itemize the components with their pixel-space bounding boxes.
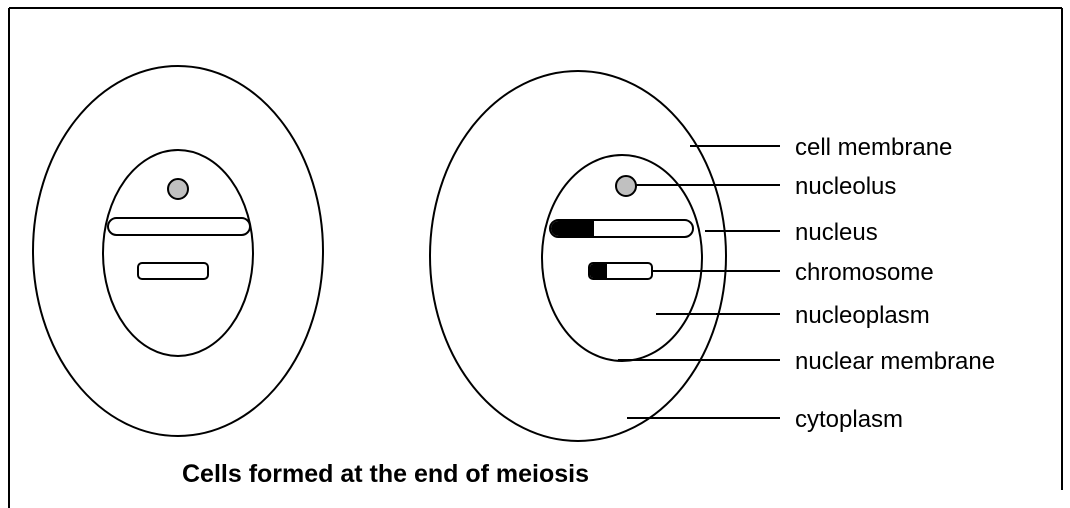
label-nucleus: nucleus	[795, 219, 878, 246]
label-nuclear-membrane: nuclear membrane	[795, 348, 995, 375]
right-chromosome-long	[550, 220, 693, 237]
right-cell	[430, 71, 726, 441]
right-chromosome-short	[589, 263, 652, 279]
label-cytoplasm: cytoplasm	[795, 406, 903, 433]
right-nucleolus	[616, 176, 636, 196]
label-nucleolus: nucleolus	[795, 173, 896, 200]
label-chromosome: chromosome	[795, 259, 934, 286]
left-nucleolus	[168, 179, 188, 199]
left-cell	[33, 66, 323, 436]
left-chromosome-short	[138, 263, 208, 279]
left-cell-membrane	[33, 66, 323, 436]
right-cell-membrane	[430, 71, 726, 441]
label-cell-membrane: cell membrane	[795, 134, 952, 161]
left-chromosome-long	[108, 218, 250, 235]
label-nucleoplasm: nucleoplasm	[795, 302, 930, 329]
diagram-caption: Cells formed at the end of meiosis	[182, 460, 589, 488]
